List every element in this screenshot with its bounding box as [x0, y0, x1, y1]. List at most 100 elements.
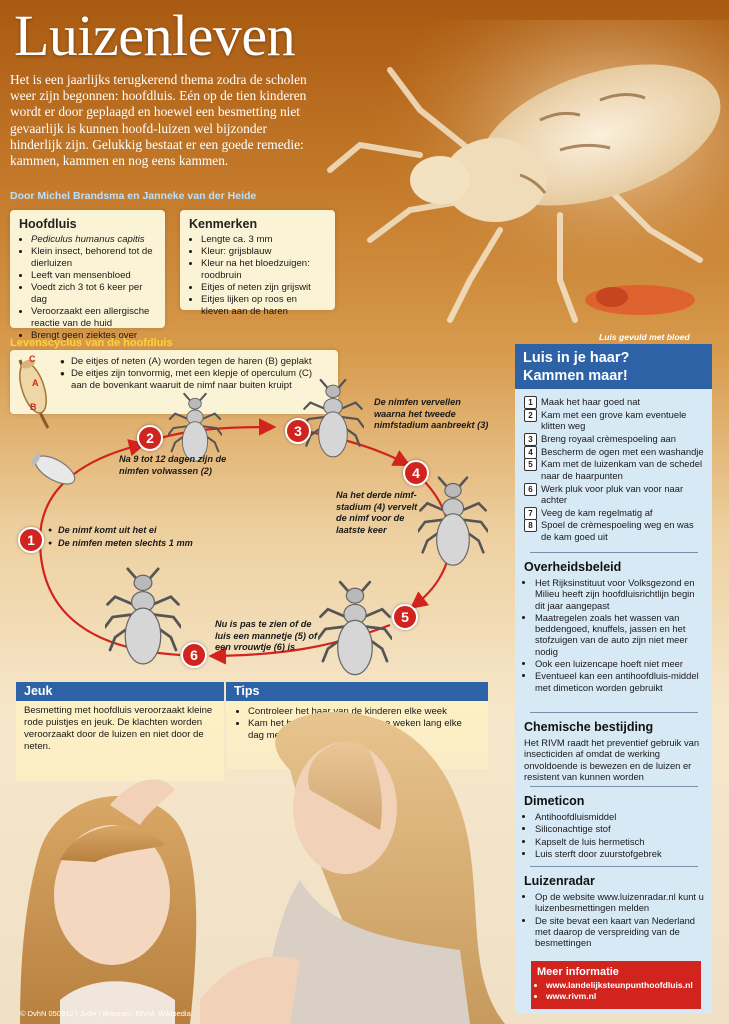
- step-number: 5: [524, 458, 537, 472]
- link-rivm[interactable]: www.rivm.nl: [546, 991, 695, 1002]
- list-item: Veroorzaakt een allergische reactie van …: [31, 306, 156, 330]
- sidebar-title-line1: Luis in je haar?: [523, 350, 630, 366]
- jeuk-heading: Jeuk: [16, 682, 224, 701]
- step-text: Werk pluk voor pluk van voor naar achter: [541, 482, 684, 505]
- meer-informatie-box: Meer informatie www.landelijksteunpuntho…: [531, 961, 701, 1009]
- kenmerken-list: Lengte ca. 3 mm Kleur: grijsblauw Kleur …: [189, 234, 326, 318]
- divider: [530, 712, 698, 713]
- stage-4-note: Na het derde nimf-stadium (4) vervelt de…: [336, 490, 418, 535]
- list-item: Pediculus humanus capitis: [31, 234, 156, 246]
- hoofdluis-list: Pediculus humanus capitis Klein insect, …: [19, 234, 156, 342]
- chemische-heading: Chemische bestijding: [524, 720, 654, 734]
- hoofdluis-heading: Hoofdluis: [19, 217, 77, 231]
- list-item: Eitjes lijken op roos en kleven aan de h…: [201, 294, 326, 318]
- luizenradar-heading: Luizenradar: [524, 874, 595, 888]
- step-text: Spoel de crèmespoeling weg en was de kam…: [541, 519, 694, 542]
- list-item: 5 Kam met de luizenkam van de schedel naa…: [524, 458, 704, 481]
- list-item: Klein insect, behorend tot de dierluizen: [31, 246, 156, 270]
- stage-2-note: Na 9 tot 12 dagen zijn de nimfen volwass…: [119, 454, 227, 476]
- list-item: Controleer het haar van de kinderen elke…: [248, 706, 480, 718]
- stage-3-note: De nimfen vervellen waarna het tweede ni…: [374, 397, 489, 430]
- dimeticon-list: Antihoofdluismiddel Siliconachtige stof …: [524, 811, 704, 859]
- list-item: Eitjes of neten zijn grijswit: [201, 282, 326, 294]
- overheidsbeleid-list: Het Rijksinstituut voor Volksgezond en M…: [524, 577, 704, 693]
- step-number: 1: [524, 396, 537, 409]
- step-text: Kam met de luizenkam van de schedel naar…: [541, 458, 703, 481]
- list-item: Siliconachtige stof: [535, 823, 704, 834]
- list-item: Voedt zich 3 tot 6 keer per dag: [31, 282, 156, 306]
- list-item: Leeft van mensenbloed: [31, 270, 156, 282]
- luizenradar-list: Op de website www.luizenradar.nl kunt u …: [524, 891, 704, 948]
- stage-3-marker: 3: [285, 418, 311, 444]
- meer-informatie-heading: Meer informatie: [537, 966, 619, 978]
- lifecycle-intro-list: De eitjes of neten (A) worden tegen de h…: [60, 356, 330, 392]
- step-text: Veeg de kam regelmatig af: [541, 506, 653, 518]
- overheidsbeleid-heading: Overheidsbeleid: [524, 560, 622, 574]
- list-item: Kleur: grijsblauw: [201, 246, 326, 258]
- list-item: Maatregelen zoals het wassen van beddeng…: [535, 612, 704, 657]
- byline: Door Michel Brandsma en Janneke van der …: [10, 190, 257, 202]
- link-landelijksteunpunt[interactable]: www.landelijksteunpunthoofdluis.nl: [546, 980, 695, 991]
- list-item: Antihoofdluismiddel: [535, 811, 704, 822]
- jeuk-box: Besmetting met hoofdluis veroorzaakt kle…: [16, 701, 224, 781]
- dimeticon-section: Dimeticon Antihoofdluismiddel Siliconach…: [524, 794, 704, 860]
- luizenradar-section: Luizenradar Op de website www.luizenrada…: [524, 874, 704, 949]
- stage-1-notes: De nimf komt uit het ei De nimfen meten …: [48, 524, 193, 550]
- page-title: Luizenleven: [14, 3, 296, 68]
- kenmerken-box: Kenmerken Lengte ca. 3 mm Kleur: grijsbl…: [180, 210, 335, 317]
- stage-2-marker: 2: [137, 425, 163, 451]
- lifecycle-heading: Levenscyclus van de hoofdluis: [10, 337, 173, 349]
- step-number: 7: [524, 506, 537, 520]
- step-text: Breng royaal crèmespoeling aan: [541, 432, 676, 444]
- lifecycle-diagram: [31, 378, 488, 677]
- list-item: Kapselt de luis hermetisch: [535, 836, 704, 847]
- divider: [530, 866, 698, 867]
- sidebar-title-line2: Kammen maar!: [523, 368, 628, 384]
- list-item: De eitjes of neten (A) worden tegen de h…: [60, 356, 330, 368]
- list-item: Het Rijksinstituut voor Volksgezond en M…: [535, 577, 704, 611]
- nit-hatching-illustration: [31, 452, 76, 485]
- list-item: Luis sterft door zuurstofgebrek: [535, 848, 704, 859]
- tips-heading: Tips: [226, 682, 488, 701]
- stage-6-marker: 6: [181, 642, 207, 668]
- stage-56-note: Nu is pas te zien of de luis een mannetj…: [215, 619, 318, 652]
- step-text: Bescherm de ogen met een washandje: [541, 445, 704, 457]
- overheidsbeleid-section: Overheidsbeleid Het Rijksinstituut voor …: [524, 560, 704, 694]
- sidebar-title: Luis in je haar? Kammen maar!: [515, 344, 712, 389]
- step-number: 8: [524, 519, 537, 533]
- step-number: 2: [524, 408, 537, 422]
- list-item: De eitjes zijn tonvormig, met een klepje…: [60, 368, 330, 392]
- list-item: De nimfen meten slechts 1 mm: [48, 537, 193, 550]
- step-number: 6: [524, 482, 537, 496]
- chemische-text: Het RIVM raadt het preventief gebruik va…: [524, 737, 700, 782]
- stage-1-marker: 1: [18, 527, 44, 553]
- list-item: De nimf komt uit het ei: [48, 524, 193, 537]
- kenmerken-heading: Kenmerken: [189, 217, 258, 231]
- step-text: Kam met een grove kam eventuele klitten …: [541, 408, 687, 432]
- list-item: Op de website www.luizenradar.nl kunt u …: [535, 891, 704, 914]
- stage-4-marker: 4: [403, 460, 429, 486]
- photo-caption: Luis gevuld met bloed: [599, 332, 690, 342]
- meer-informatie-links: www.landelijksteunpunthoofdluis.nl www.r…: [537, 980, 695, 1001]
- list-item: 6 Werk pluk voor pluk van voor naar achte…: [524, 482, 704, 506]
- divider: [530, 552, 698, 553]
- list-item: Lengte ca. 3 mm: [201, 234, 326, 246]
- list-item: De site bevat een kaart van Nederland me…: [535, 915, 704, 949]
- dimeticon-heading: Dimeticon: [524, 794, 585, 808]
- list-item: 2 Kam met een grove kam eventuele klitten…: [524, 408, 704, 432]
- stage-5-marker: 5: [392, 604, 418, 630]
- jeuk-text: Besmetting met hoofdluis veroorzaakt kle…: [24, 705, 213, 752]
- list-item: 8 Spoel de crèmespoeling weg en was de ka…: [524, 519, 704, 542]
- chemische-section: Chemische bestijding Het RIVM raadt het …: [524, 720, 704, 782]
- list-item: Brengt geen ziektes over: [31, 330, 156, 342]
- divider: [530, 786, 698, 787]
- sidebar: [515, 344, 712, 1014]
- credit-line: © DvhN 050912 | JvdH | Bronnen: RIVM, Wi…: [20, 1009, 191, 1018]
